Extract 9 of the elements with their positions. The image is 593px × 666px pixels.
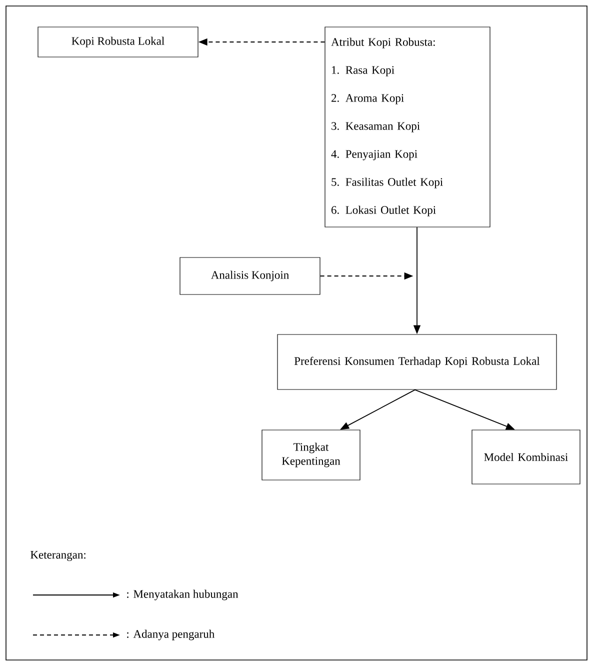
- legend-text: : Adanya pengaruh: [127, 630, 214, 640]
- box: Analisis Konjoin: [180, 257, 320, 295]
- legend-text: : Menyatakan hubungan: [127, 590, 238, 600]
- box: Model Kombinasi: [472, 430, 580, 484]
- box: Tingkat Kepentingan: [262, 430, 360, 480]
- box: Kopi Robusta Lokal: [38, 26, 198, 58]
- legend-heading: Keterangan:: [30, 551, 86, 561]
- list-box: Atribut Kopi Robusta: 1. Rasa Kopi 2. Aroma Kopi 3. Keasaman Kopi 4. Penyajian Kopi 5. Fasilitas Outlet Kopi 6. Lokasi Outlet Kopi: [324, 26, 490, 228]
- box: Preferensi Konsumen Terhadap Kopi Robusta Lokal: [277, 334, 557, 390]
